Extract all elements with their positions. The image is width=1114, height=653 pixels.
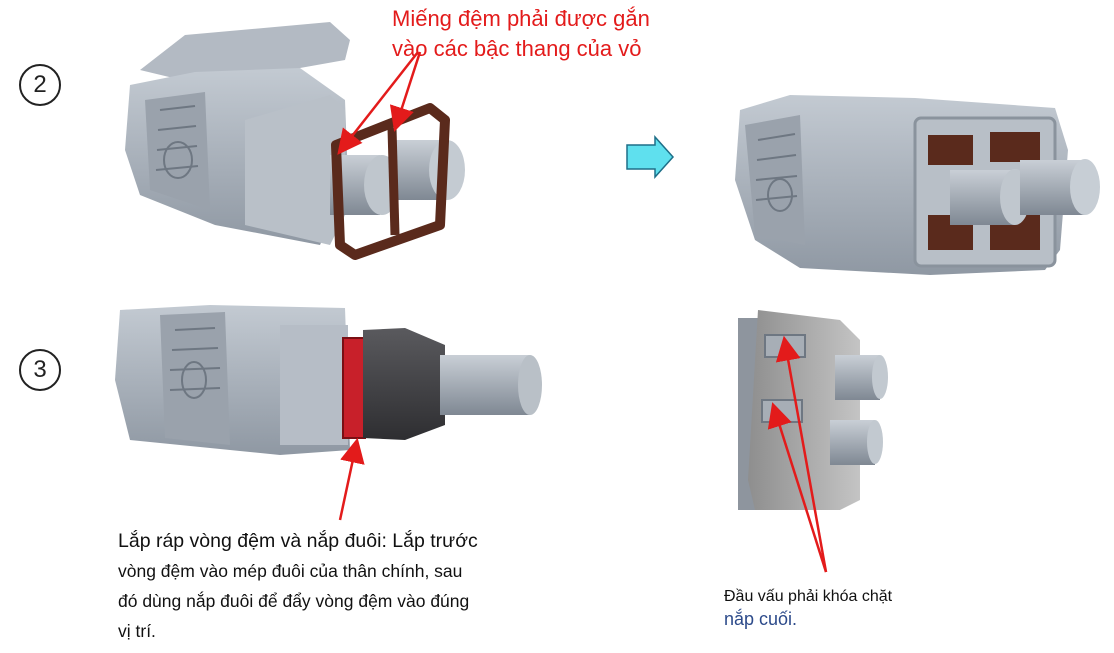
- connector-with-gasket: [125, 22, 465, 260]
- step-number-2: 2: [19, 64, 61, 106]
- lock-note-line2: nắp cuối.: [724, 609, 798, 629]
- connector-gasket-installed: [735, 95, 1100, 275]
- lock-arrow-bottom: [767, 402, 828, 573]
- seal-arrow: [338, 437, 365, 521]
- arrow-right-icon: [626, 135, 675, 179]
- connector-seal-and-cap: [115, 305, 542, 455]
- lock-note-line1: Đầu vấu phải khóa chặt: [724, 588, 893, 605]
- gasket-arrow-left: [337, 51, 419, 155]
- assembly-note-line1: Lắp ráp vòng đệm và nắp đuôi: Lắp trước: [118, 530, 478, 552]
- assembly-note-line4: vị trí.: [118, 621, 156, 641]
- gasket-arrow-right: [389, 51, 422, 132]
- assembly-note-line2: vòng đệm vào mép đuôi của thân chính, sa…: [118, 561, 463, 581]
- connector-lock-detail: [738, 310, 888, 510]
- lock-arrow-top: [775, 335, 828, 573]
- gasket-note-line2: vào các bậc thang của vỏ: [392, 36, 642, 61]
- assembly-note-line3: đó dùng nắp đuôi để đẩy vòng đệm vào đún…: [118, 591, 470, 611]
- assembly-note: Lắp ráp vòng đệm và nắp đuôi: Lắp trước …: [118, 526, 498, 646]
- step-number-3: 3: [19, 349, 61, 391]
- gasket-note: Miếng đệm phải được gắn vào các bậc than…: [392, 4, 650, 64]
- lock-note: Đầu vấu phải khóa chặt nắp cuối.: [724, 586, 892, 630]
- gasket-note-line1: Miếng đệm phải được gắn: [392, 6, 650, 31]
